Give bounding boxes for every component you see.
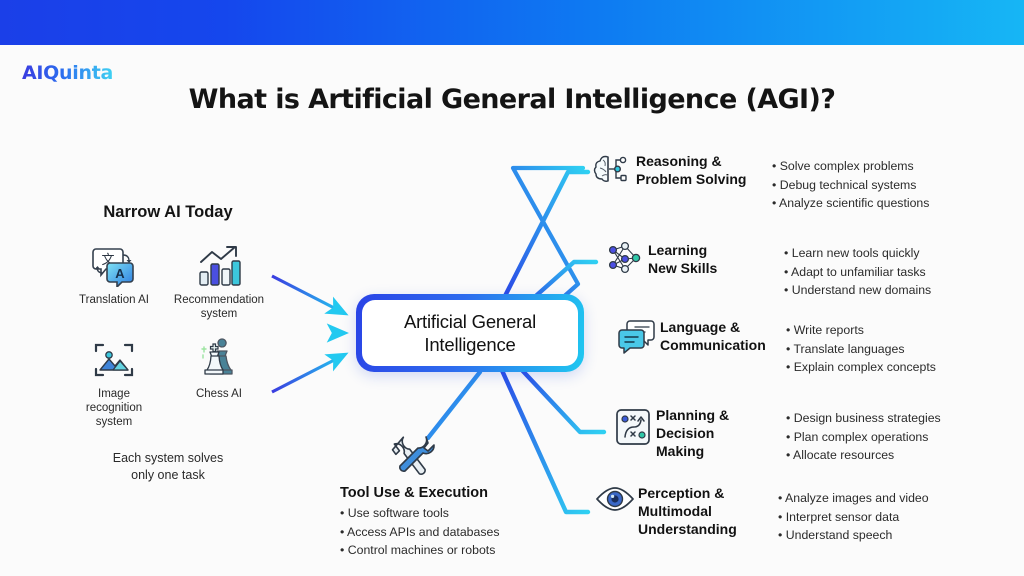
bullet-item: Learn new tools quickly xyxy=(784,244,931,263)
capability-language: Language & Communication xyxy=(616,318,766,356)
narrow-ai-item-recommendation: Recommendation system xyxy=(166,243,272,321)
capability-bullets-planning: Design business strategies Plan complex … xyxy=(786,409,941,465)
narrow-ai-item-translation: 文 A Translation AI xyxy=(78,243,150,307)
capability-bullets-learning: Learn new tools quickly Adapt to unfamil… xyxy=(784,244,931,300)
central-node-inner: Artificial General Intelligence xyxy=(362,300,578,366)
bullet-item: Design business strategies xyxy=(786,409,941,428)
narrow-ai-label: Image recognition system xyxy=(85,388,143,428)
narrow-ai-label: Translation AI xyxy=(79,294,149,306)
narrow-ai-heading: Narrow AI Today xyxy=(103,203,233,221)
narrow-ai-label: Chess AI xyxy=(195,388,243,400)
central-node-line2: Intelligence xyxy=(424,334,516,355)
capability-perception: Perception & Multimodal Understanding xyxy=(594,484,737,538)
bar-chart-icon xyxy=(166,243,272,289)
narrow-ai-footnote-line1: Each system solves xyxy=(112,451,224,465)
capability-reasoning: Reasoning & Problem Solving xyxy=(592,152,746,188)
bullet-item: Understand new domains xyxy=(784,281,931,300)
capability-tool-use: Tool Use & Execution Use software tools … xyxy=(340,432,500,560)
brand-logo[interactable]: AIQuinta xyxy=(22,62,113,84)
bullet-item: Plan complex operations xyxy=(786,428,941,447)
capability-planning: Planning & Decision Making xyxy=(612,406,729,460)
bullet-item: Write reports xyxy=(786,321,936,340)
strategy-board-icon xyxy=(612,406,654,448)
bullet-item: Explain complex concepts xyxy=(786,358,936,377)
bullet-item: Adapt to unfamiliar tasks xyxy=(784,263,931,282)
capability-bullets-reasoning: Solve complex problems Debug technical s… xyxy=(772,157,929,213)
bullet-item: Control machines or robots xyxy=(340,541,500,560)
narrow-ai-item-chess: Chess AI xyxy=(180,337,258,401)
bullet-item: Use software tools xyxy=(340,504,500,523)
top-banner xyxy=(0,0,1024,45)
narrow-ai-arrows xyxy=(270,274,350,394)
capability-title: Perception & Multimodal Understanding xyxy=(638,485,737,537)
brain-circuit-icon xyxy=(592,152,634,186)
wrench-screwdriver-icon xyxy=(388,432,500,481)
narrow-ai-item-image-recognition: Image recognition system xyxy=(72,337,156,429)
page-title: What is Artificial General Intelligence … xyxy=(188,84,836,115)
capability-title: Reasoning & Problem Solving xyxy=(636,153,747,187)
central-node-agi[interactable]: Artificial General Intelligence xyxy=(356,294,584,372)
bullet-item: Analyze images and video xyxy=(778,489,929,508)
capability-bullets-perception: Analyze images and video Interpret senso… xyxy=(778,489,929,545)
capability-title: Planning & Decision Making xyxy=(656,407,730,459)
neural-network-icon xyxy=(604,241,646,277)
image-recognition-icon xyxy=(72,337,156,383)
wire-planning xyxy=(517,365,607,435)
wire-reasoning xyxy=(502,169,591,299)
bullet-item: Interpret sensor data xyxy=(778,508,929,527)
bullet-item: Access APIs and databases xyxy=(340,523,499,542)
translation-icon: 文 A xyxy=(78,243,150,289)
tool-use-bullets: Use software tools Access APIs and datab… xyxy=(340,504,500,560)
narrow-ai-label: Recommendation system xyxy=(173,294,265,320)
bullet-item: Allocate resources xyxy=(786,446,941,465)
wire-tooluse xyxy=(425,369,483,441)
narrow-ai-footnote-line2: only one task xyxy=(131,468,205,482)
tool-use-title: Tool Use & Execution xyxy=(340,485,488,501)
capability-title: Language & Communication xyxy=(660,319,766,353)
svg-text:A: A xyxy=(115,266,125,281)
chess-icon xyxy=(180,337,258,383)
bullet-item: Translate languages xyxy=(786,340,936,359)
narrow-ai-footnote: Each system solves only one task xyxy=(78,450,258,484)
bullet-item: Analyze scientific questions xyxy=(772,194,929,213)
bullet-item: Debug technical systems xyxy=(772,176,929,195)
capability-bullets-language: Write reports Translate languages Explai… xyxy=(786,321,936,377)
bullet-item: Understand speech xyxy=(778,526,929,545)
bullet-item: Solve complex problems xyxy=(772,157,929,176)
capability-title: Learning New Skills xyxy=(648,242,718,276)
capability-learning: Learning New Skills xyxy=(604,241,717,277)
eye-icon xyxy=(594,484,636,514)
wire-perception xyxy=(497,363,591,515)
speech-bubbles-icon xyxy=(616,318,658,356)
capability-connectors xyxy=(510,165,586,303)
central-node-line1: Artificial General xyxy=(403,311,537,332)
